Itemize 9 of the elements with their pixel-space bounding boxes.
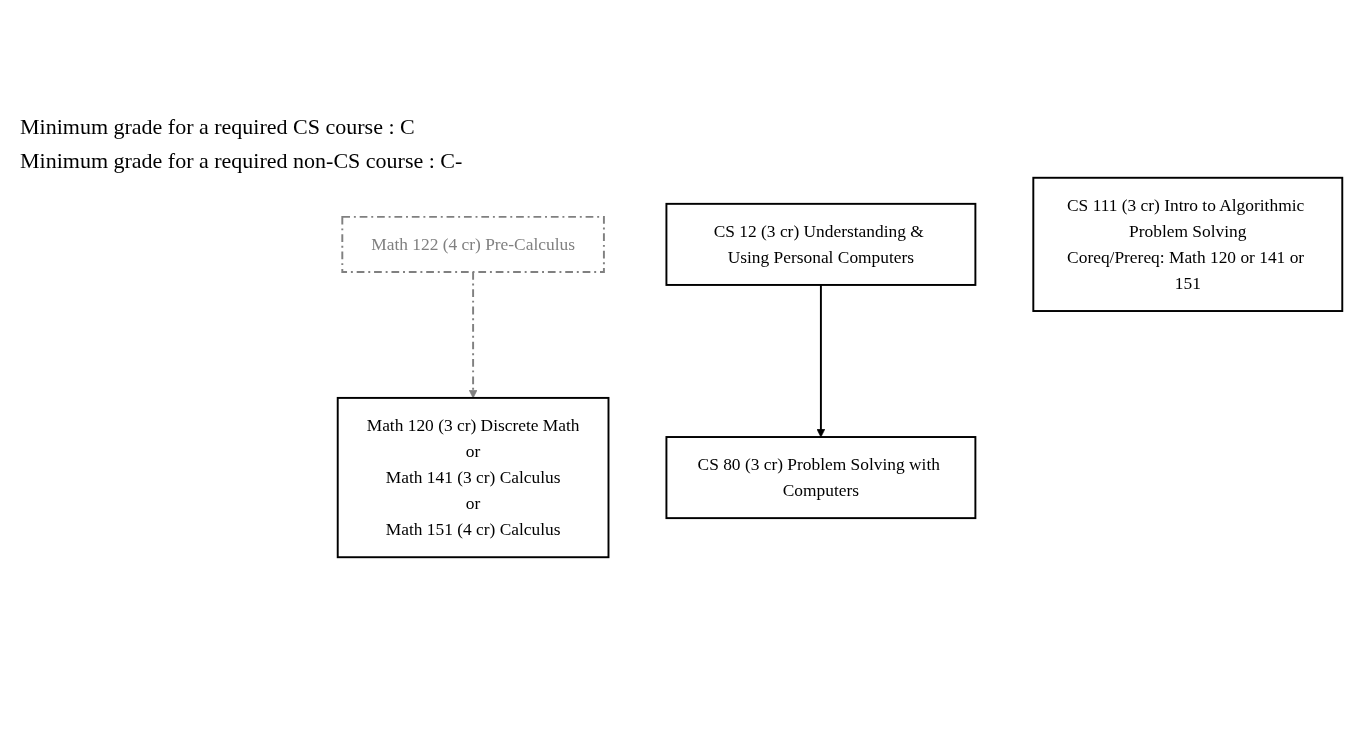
node-box: Math 122 (4 cr) Pre-Calculus xyxy=(341,215,605,273)
node-box: CS 12 (3 cr) Understanding & Using Personal Computers xyxy=(665,202,977,286)
node-box: CS 80 (3 cr) Problem Solving with Computers xyxy=(665,436,977,520)
node-box: Math 120 (3 cr) Discrete Math or Math 141 (3 cr) Calculus or Math 151 (4 cr) Calculus xyxy=(336,396,610,559)
note-text: Minimum grade for a required CS course : C xyxy=(20,113,416,141)
note-text: Minimum grade for a required non-CS course : C- xyxy=(20,147,463,175)
arrow xyxy=(816,284,826,438)
node-box: CS 111 (3 cr) Intro to Algorithmic Problem Solving Coreq/Prereq: Math 120 or 141 or 151 xyxy=(1032,176,1344,312)
arrow xyxy=(468,270,478,399)
